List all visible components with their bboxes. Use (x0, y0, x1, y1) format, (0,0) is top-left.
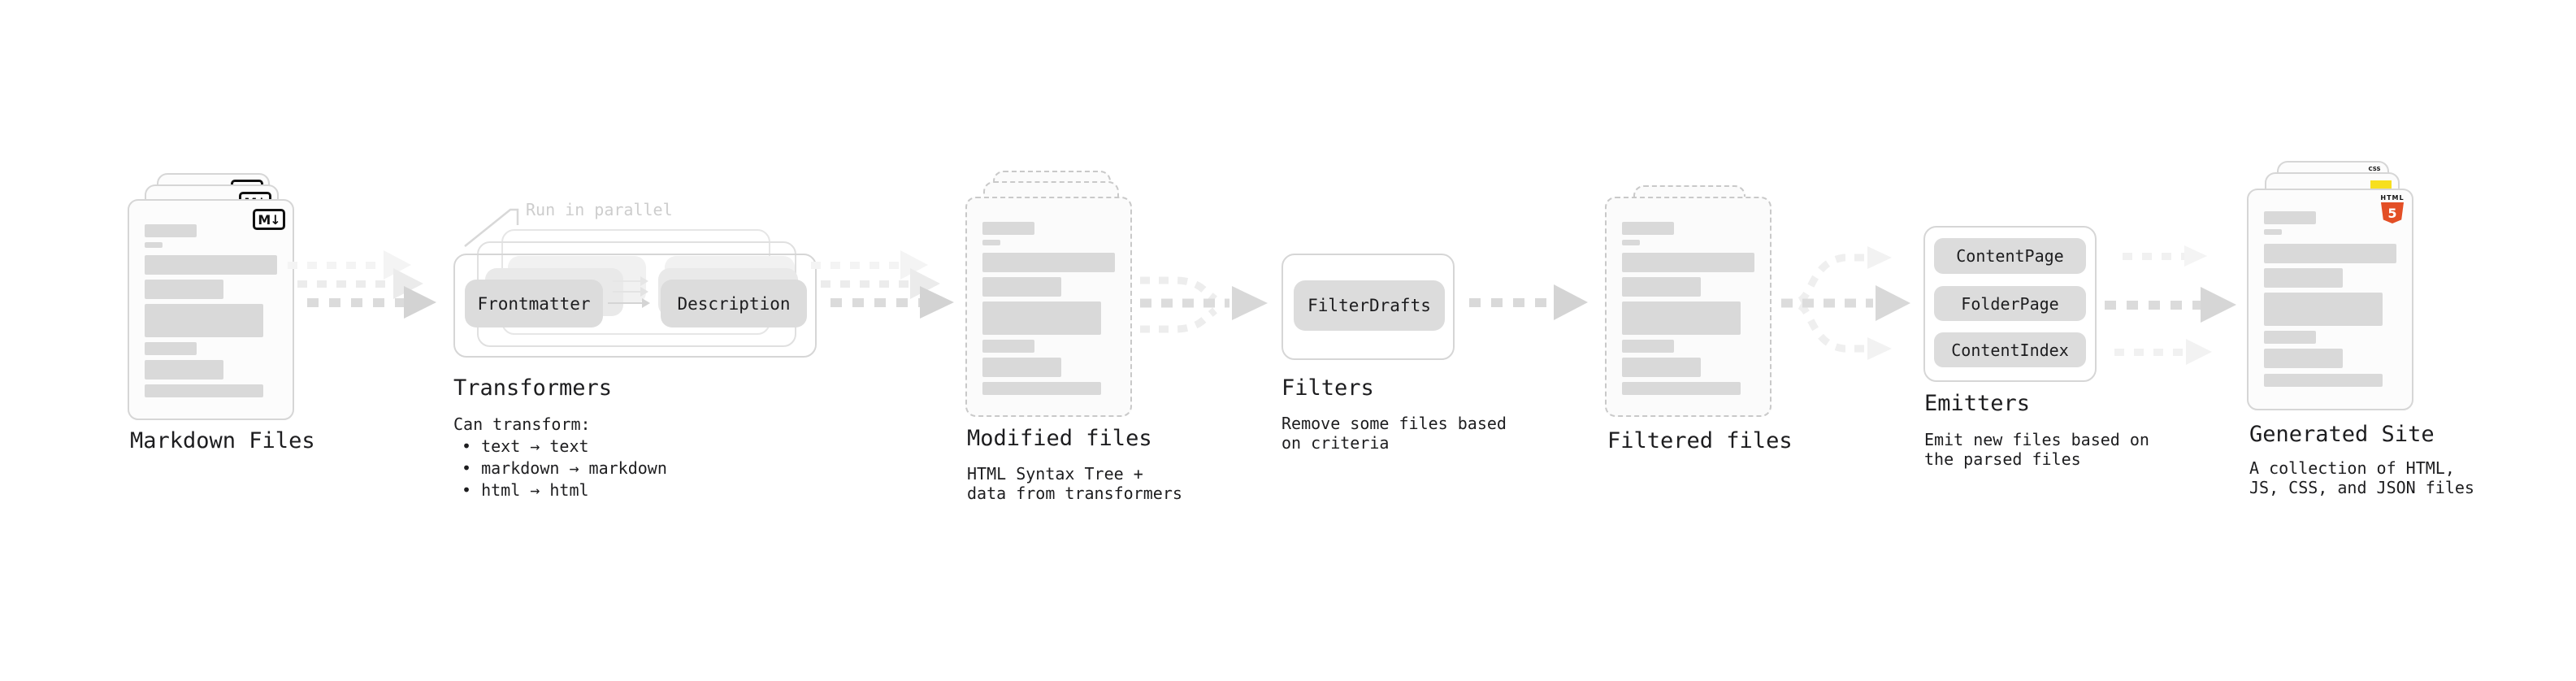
transform-arrow-icon (613, 276, 648, 286)
skeleton-bar (2264, 374, 2383, 387)
branch-arrows (1781, 246, 1910, 360)
skeleton-bar (1622, 358, 1701, 377)
modified-file-card-front (965, 197, 1132, 417)
skeleton-bar (982, 382, 1101, 395)
annotation-connector (464, 208, 519, 247)
skeleton-bar (145, 224, 197, 237)
skeleton-bar (2264, 229, 2282, 235)
skeleton-bar (1622, 277, 1701, 297)
skeleton-bar (145, 304, 263, 337)
emitter-node-contentpage: ContentPage (1934, 238, 2086, 274)
skeleton-bar (982, 240, 1000, 245)
emitters-box (1923, 226, 2097, 382)
emitter-node-folderpage: FolderPage (1934, 286, 2086, 321)
js-badge-icon (2370, 180, 2392, 191)
stage-title-transformers: Transformers (453, 375, 613, 401)
skeleton-bar (145, 384, 263, 397)
transformers-bullet: • markdown → markdown (462, 458, 667, 478)
skeleton-bar (2264, 268, 2343, 288)
flow-arrow (307, 286, 436, 319)
markdown-icon: M↓ (253, 209, 285, 230)
stage-title-modified-files: Modified files (967, 426, 1152, 451)
modified-desc-line2: data from transformers (967, 484, 1182, 503)
converge-arrows (1140, 276, 1268, 333)
skeleton-bar (982, 277, 1061, 297)
skeleton-bar (982, 340, 1034, 353)
skeleton-bar (145, 280, 223, 299)
skeleton-bar (1622, 301, 1741, 335)
emitters-desc-line2: the parsed files (1924, 449, 2081, 469)
skeleton-bar (1622, 240, 1640, 245)
skeleton-bar (2264, 331, 2316, 344)
stage-title-markdown-files: Markdown Files (130, 428, 315, 453)
skeleton-bar (145, 360, 223, 380)
transform-arrow-icon (613, 287, 648, 297)
run-in-parallel-annotation: Run in parallel (526, 200, 673, 219)
stage-title-emitters: Emitters (1924, 391, 2031, 416)
skeleton-bar (2264, 349, 2343, 368)
flow-arrow (2105, 287, 2236, 323)
stage-title-filtered-files: Filtered files (1607, 428, 1793, 453)
transformer-layer-front (453, 254, 817, 358)
transformers-desc-heading: Can transform: (453, 414, 591, 434)
skeleton-bar (982, 358, 1061, 377)
filters-desc-line2: on criteria (1281, 433, 1390, 453)
flow-arrow (830, 286, 954, 319)
skeleton-bar (1622, 222, 1674, 235)
generated-file-card-html: HTML 5 (2247, 189, 2413, 410)
stage-title-filters: Filters (1281, 375, 1374, 401)
filters-desc-line1: Remove some files based (1281, 414, 1507, 433)
markdown-file-card-front: M↓ (128, 199, 294, 420)
generated-desc-line1: A collection of HTML, (2249, 458, 2455, 478)
filtered-file-card-front (1605, 197, 1772, 417)
flow-arrow-ghost (2114, 339, 2212, 365)
skeleton-bar (1622, 253, 1754, 272)
skeleton-bar (982, 222, 1034, 235)
modified-desc-line1: HTML Syntax Tree + (967, 464, 1143, 484)
emitters-desc-line1: Emit new files based on (1924, 430, 2149, 449)
skeleton-bar (1622, 340, 1674, 353)
arrow-filters-to-filtered (1469, 284, 1588, 320)
skeleton-bar (2264, 244, 2396, 263)
transformer-node-description: Description (661, 280, 807, 327)
transformers-bullet: • text → text (462, 436, 589, 456)
transform-arrow-icon (608, 298, 650, 308)
html5-icon: HTML 5 (2380, 195, 2405, 223)
skeleton-bar (982, 301, 1101, 335)
transformers-bullet: • html → html (462, 480, 589, 500)
skeleton-bar (2264, 211, 2316, 224)
skeleton-bar (2264, 293, 2383, 326)
filters-box (1281, 254, 1455, 360)
flow-arrow-ghost (2123, 245, 2207, 267)
skeleton-bar (145, 342, 197, 355)
stage-title-generated-site: Generated Site (2249, 422, 2435, 447)
generated-desc-line2: JS, CSS, and JSON files (2249, 478, 2474, 497)
filter-node-filterdrafts: FilterDrafts (1294, 280, 1445, 331)
transformer-node-frontmatter: Frontmatter (465, 280, 603, 327)
skeleton-bar (145, 255, 277, 275)
skeleton-bar (1622, 382, 1741, 395)
emitter-node-contentindex: ContentIndex (1934, 332, 2086, 367)
skeleton-bar (145, 242, 163, 248)
skeleton-bar (982, 253, 1115, 272)
